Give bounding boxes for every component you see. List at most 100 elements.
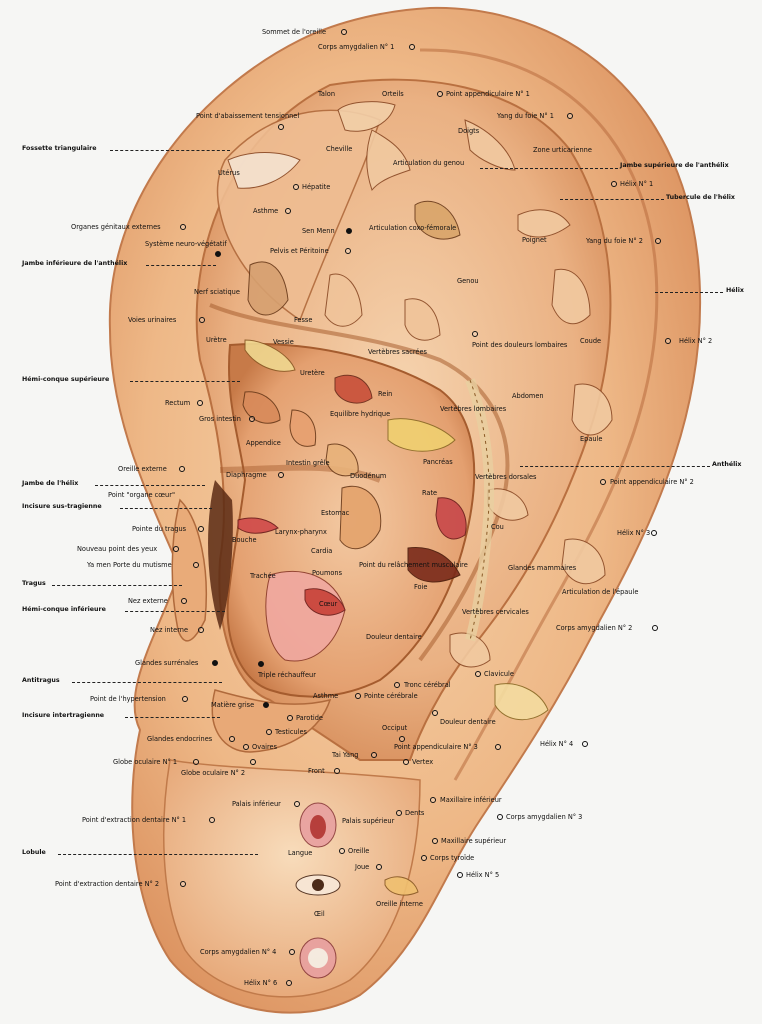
point-label: Vessie: [273, 338, 294, 346]
point-label: Dents: [405, 809, 425, 817]
point-label: Diaphragme: [226, 471, 267, 479]
label-hemi-conque-inferieure: Hémi-conque inférieure: [22, 606, 106, 613]
point-label: Vertèbres sacrées: [368, 348, 427, 356]
point-marker: [289, 949, 295, 955]
point-label: Parotide: [296, 714, 323, 722]
point-label: Gros intestin: [199, 415, 241, 423]
point-marker: [399, 736, 405, 742]
point-label: Poignet: [522, 236, 547, 244]
leader-line: [130, 381, 240, 382]
point-label: Rein: [378, 390, 393, 398]
point-label: Nez externe: [128, 597, 168, 605]
point-label: Vertèbres dorsales: [475, 473, 537, 481]
point-label: Doigts: [458, 127, 480, 135]
point-label: Bouche: [232, 536, 257, 544]
leader-line: [125, 717, 220, 718]
point-marker: [180, 881, 186, 887]
leader-line: [58, 854, 258, 855]
label-fossette-triangulaire: Fossette triangulaire: [22, 145, 97, 152]
point-label: Corps tyroïde: [430, 854, 475, 862]
point-label: Hélix N° 5: [466, 871, 500, 879]
point-label: Abdomen: [512, 392, 544, 400]
point-marker: [198, 526, 204, 532]
point-label: Sommet de l'oreille: [262, 28, 326, 36]
antitragus-shape: [211, 689, 332, 753]
point-label: Joue: [355, 863, 370, 871]
point-marker: [457, 872, 463, 878]
point-label: Foie: [414, 583, 428, 591]
point-label: Maxillaire supérieur: [441, 837, 507, 845]
point-label: Tai Yang: [332, 751, 359, 759]
point-label: Vertèbres lombaires: [440, 405, 507, 413]
point-marker: [199, 317, 205, 323]
point-marker: [376, 864, 382, 870]
point-marker: [403, 759, 409, 765]
point-label: Cœur: [319, 600, 338, 608]
point-marker: [665, 338, 671, 344]
point-label: Point appendiculaire N° 2: [610, 478, 694, 486]
point-label: Hélix N° 2: [679, 337, 713, 345]
label-tragus: Tragus: [22, 580, 46, 587]
point-label: Orteils: [382, 90, 404, 98]
point-label: Vertèbres cervicales: [462, 608, 529, 616]
point-label: Nouveau point des yeux: [77, 545, 158, 553]
point-label: Cardia: [311, 547, 333, 555]
label-incisure-sus-tragienne: Incisure sus-tragienne: [22, 503, 102, 510]
point-label: Cou: [491, 523, 504, 531]
point-label: Oreille: [348, 847, 370, 855]
point-label: Point de l'hypertension: [90, 695, 166, 703]
point-marker: [180, 224, 186, 230]
filled-point-marker: [212, 660, 218, 666]
point-marker: [611, 181, 617, 187]
filled-point-marker: [215, 251, 221, 257]
point-label: Articulation coxo-fémorale: [369, 224, 457, 232]
point-label: Asthme: [313, 692, 339, 700]
point-marker: [497, 814, 503, 820]
point-marker: [472, 331, 478, 337]
point-label: Utérus: [218, 169, 240, 177]
point-label: Douleur dentaire: [366, 633, 422, 641]
label-lobule: Lobule: [22, 849, 46, 856]
point-label: Système neuro-végétatif: [145, 240, 227, 248]
point-marker: [600, 479, 606, 485]
antihelix-ridge: [209, 303, 510, 662]
point-marker: [652, 625, 658, 631]
point-marker: [250, 759, 256, 765]
leader-line: [520, 466, 710, 467]
point-marker: [193, 759, 199, 765]
point-label: Corps amygdalien N° 4: [200, 948, 277, 956]
point-label: Hépatite: [302, 183, 331, 191]
point-label: Appendice: [246, 439, 281, 447]
point-label: Yang du foie N° 2: [586, 237, 643, 245]
point-marker: [286, 980, 292, 986]
point-label: Hélix N° 3: [617, 529, 651, 537]
point-marker: [582, 741, 588, 747]
point-label: Globe oculaire N° 2: [181, 769, 246, 777]
tragus-shape: [171, 498, 208, 642]
point-label: Langue: [288, 849, 313, 857]
point-label: Larynx-pharynx: [275, 528, 327, 536]
leader-line: [125, 611, 225, 612]
point-label: Nerf sciatique: [194, 288, 240, 296]
point-marker: [651, 530, 657, 536]
point-marker: [229, 736, 235, 742]
point-label: Equilibre hydrique: [330, 410, 391, 418]
point-marker: [394, 682, 400, 688]
point-label: Matière grise: [211, 701, 255, 709]
point-marker: [293, 184, 299, 190]
point-marker: [179, 466, 185, 472]
point-marker: [655, 238, 661, 244]
point-marker: [243, 744, 249, 750]
point-label: Œil: [314, 910, 325, 918]
point-marker: [287, 715, 293, 721]
filled-point-marker: [346, 228, 352, 234]
point-label: Douleur dentaire: [440, 718, 496, 726]
point-marker: [495, 744, 501, 750]
point-label: Ya men Porte du mutisme: [87, 561, 172, 569]
point-label: Pointe cérébrale: [364, 692, 418, 700]
label-jambe-helix: Jambe de l'hélix: [22, 480, 79, 487]
label-antitragus: Antitragus: [22, 677, 60, 684]
point-label: Pointe du tragus: [132, 525, 187, 533]
point-label: Front: [308, 767, 325, 775]
point-marker: [341, 29, 347, 35]
